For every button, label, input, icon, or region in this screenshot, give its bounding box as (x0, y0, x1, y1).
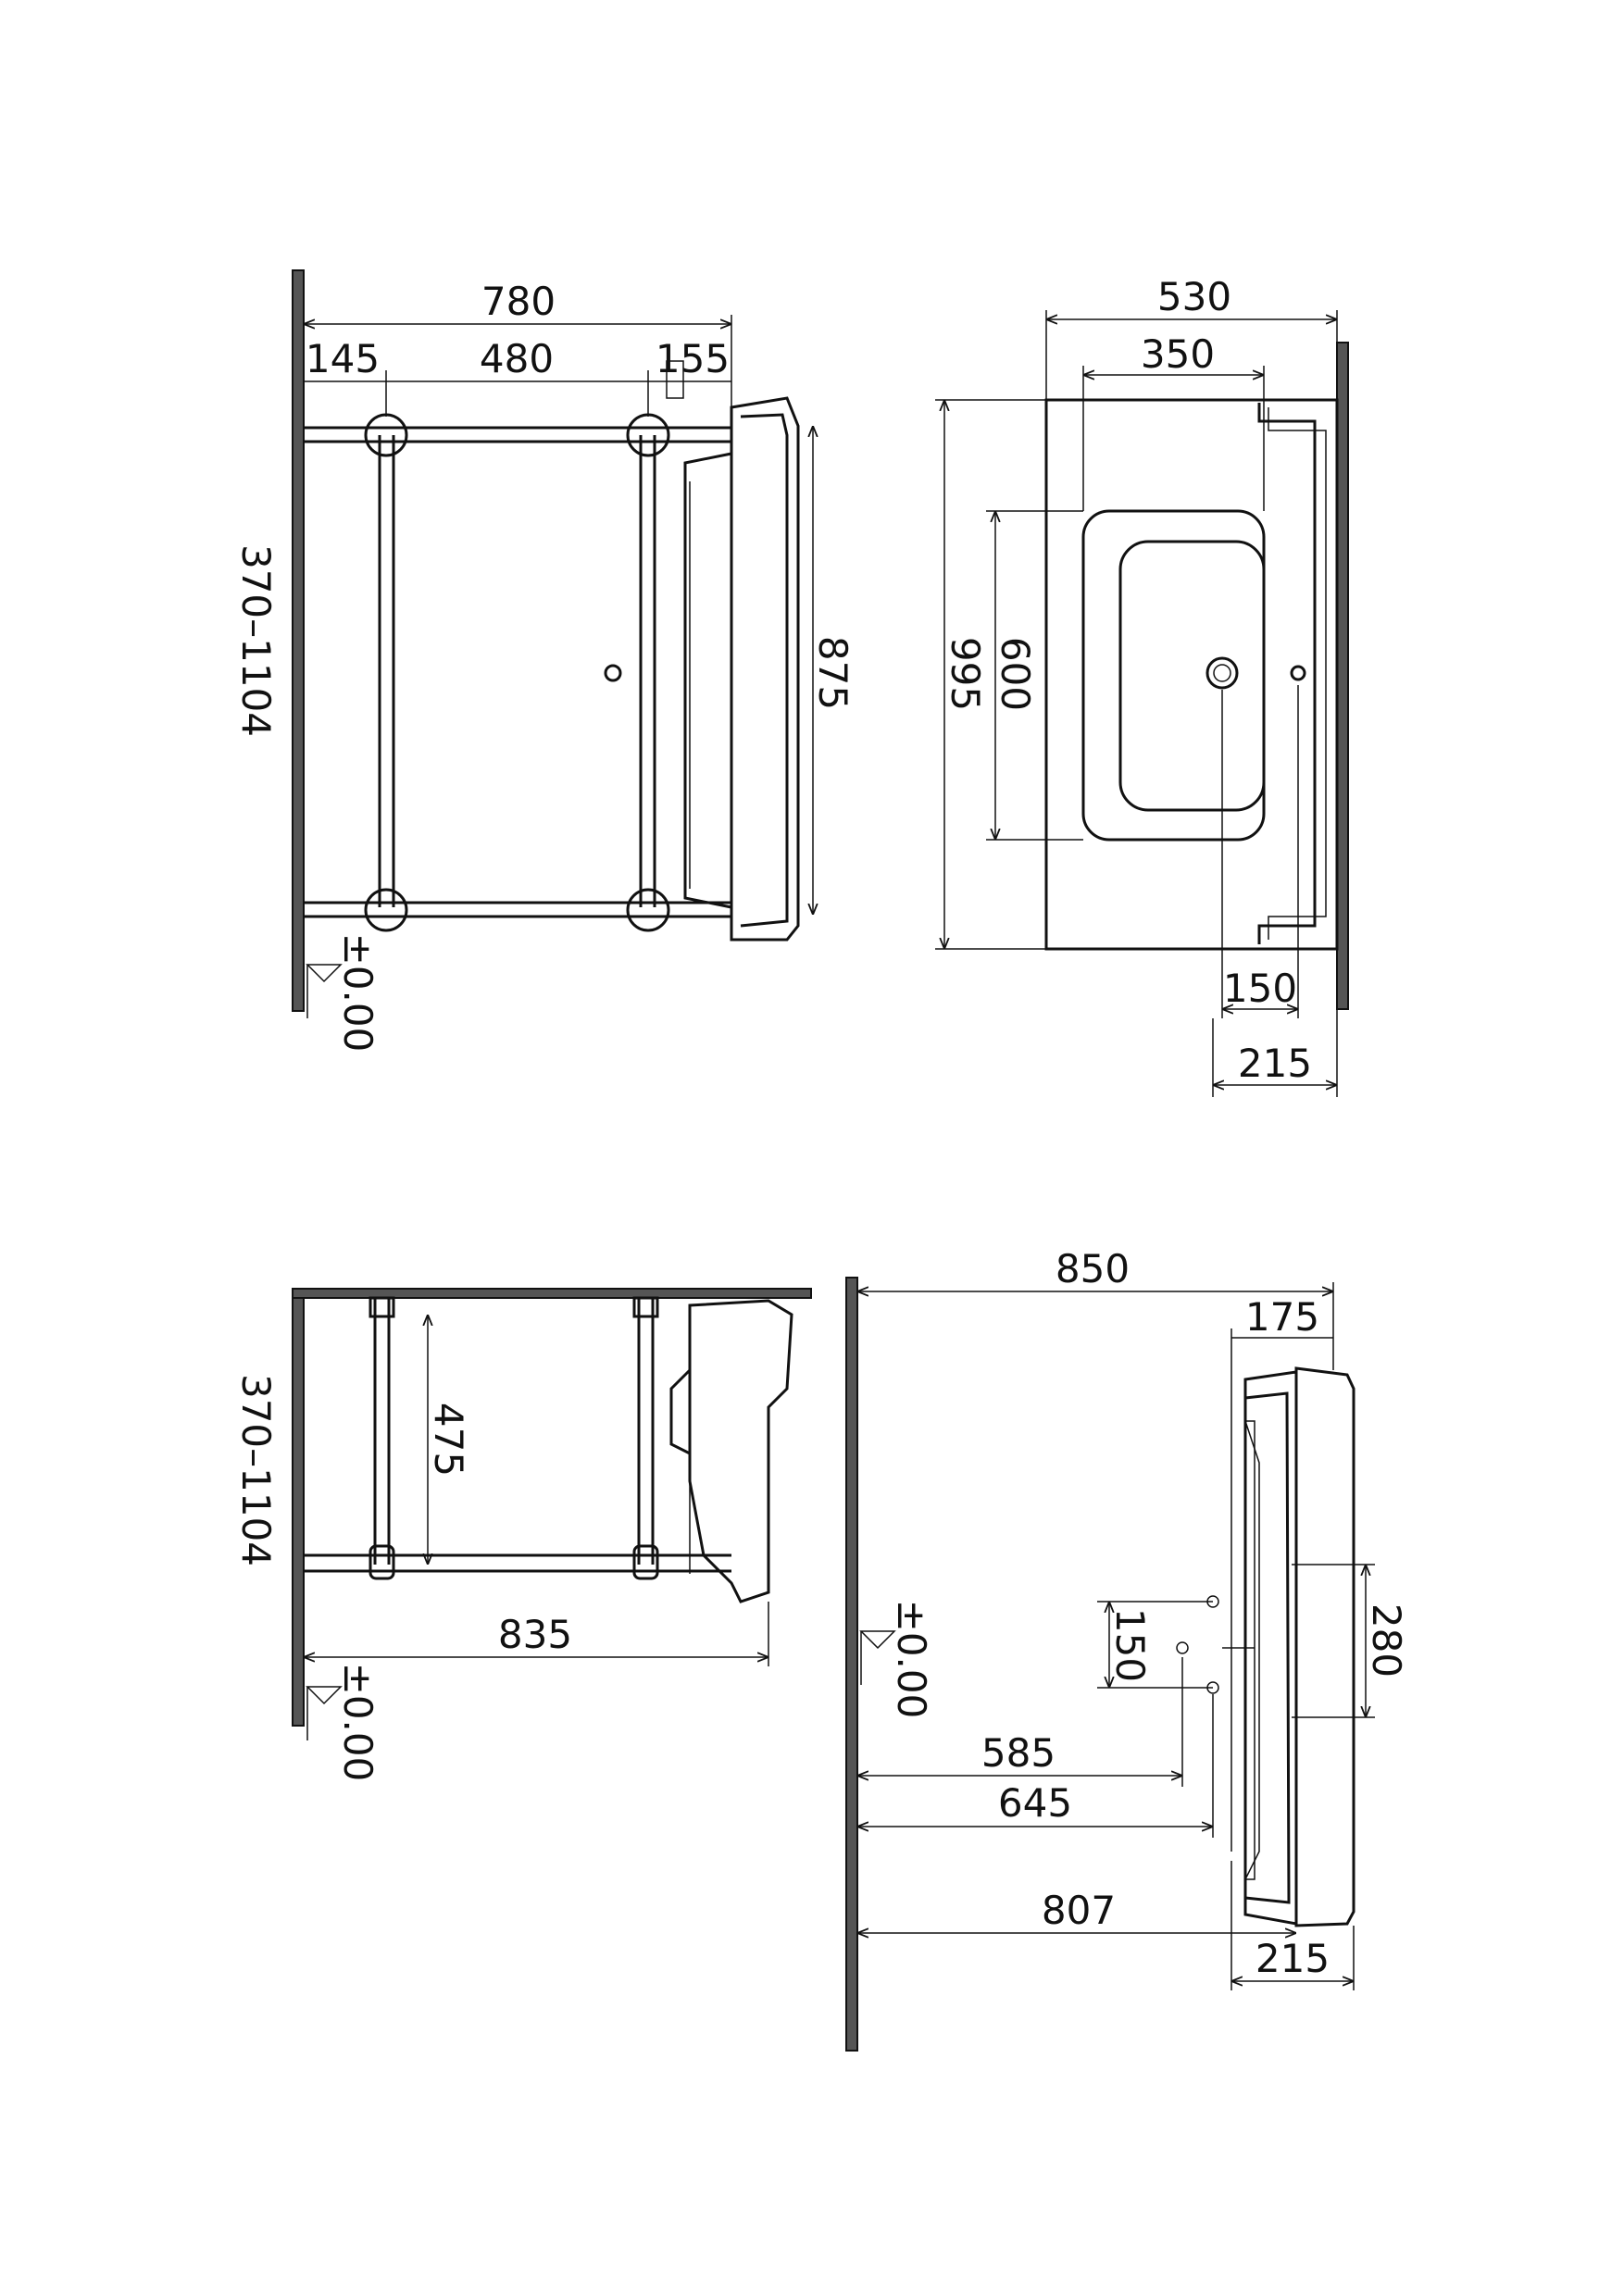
elevation-tap-hole-mid (1176, 1641, 1189, 1654)
front-connectors (364, 413, 670, 932)
top-tap-offset: 150 (1223, 966, 1297, 1011)
top-back-rail (1257, 403, 1317, 944)
top-tap-hole (1290, 665, 1306, 681)
elevation-view: 850 175 150 280 585 645 807 215 ±0.00 (845, 1246, 1409, 2052)
side-basin (669, 1299, 793, 1603)
front-basin-height: 875 (810, 636, 856, 710)
side-ceiling (292, 1288, 812, 1299)
elevation-basin-depth: 215 (1255, 1936, 1330, 1981)
top-bowl-depth: 600 (993, 637, 1038, 711)
top-drain (1206, 656, 1239, 690)
front-overall-width: 780 (481, 279, 556, 324)
front-height-range: 370–1104 (233, 544, 279, 737)
elevation-tap-high: 645 (998, 1780, 1072, 1826)
side-view: 475 370–1104 835 ±0.00 (233, 1288, 812, 1782)
side-rail-height: 475 (426, 1403, 471, 1477)
top-wall (1336, 342, 1349, 1010)
top-overall-width: 530 (1157, 274, 1231, 319)
front-wall (292, 269, 305, 1012)
front-rail-spacing: 480 (480, 336, 554, 381)
front-overflow (604, 664, 622, 682)
top-wall-offset: 215 (1238, 1041, 1312, 1086)
elevation-tap-low: 585 (981, 1730, 1056, 1776)
front-view: 780 145 480 155 875 370–1104 ±0.00 (233, 269, 856, 1053)
side-floor-level: ±0.00 (335, 1663, 381, 1782)
side-height-range: 370–1104 (233, 1374, 279, 1566)
front-right-offset: 155 (656, 336, 730, 381)
top-basin-outline (1044, 398, 1339, 951)
elevation-wall (845, 1277, 858, 2052)
front-left-offset: 145 (306, 336, 380, 381)
elevation-floor-level: ±0.00 (889, 1600, 934, 1719)
elevation-overall-height: 850 (1056, 1246, 1130, 1291)
front-floor-level: ±0.00 (335, 933, 381, 1053)
side-overall-depth: 835 (498, 1612, 572, 1657)
side-rails (304, 1296, 731, 1580)
front-rails (304, 426, 731, 918)
top-view: 530 350 995 600 150 215 (935, 274, 1349, 1097)
top-overall-depth: 995 (943, 637, 988, 711)
elevation-bowl-span: 280 (1364, 1603, 1409, 1678)
top-bowl-inner (1118, 540, 1266, 812)
elevation-basin-top: 175 (1245, 1294, 1319, 1340)
front-basin (666, 360, 800, 942)
elevation-basin-bottom: 807 (1042, 1888, 1116, 1933)
elevation-tap-spacing: 150 (1107, 1608, 1153, 1682)
top-inner-width: 350 (1141, 331, 1215, 377)
side-wall (292, 1288, 305, 1727)
elevation-basin (1243, 1366, 1355, 1927)
